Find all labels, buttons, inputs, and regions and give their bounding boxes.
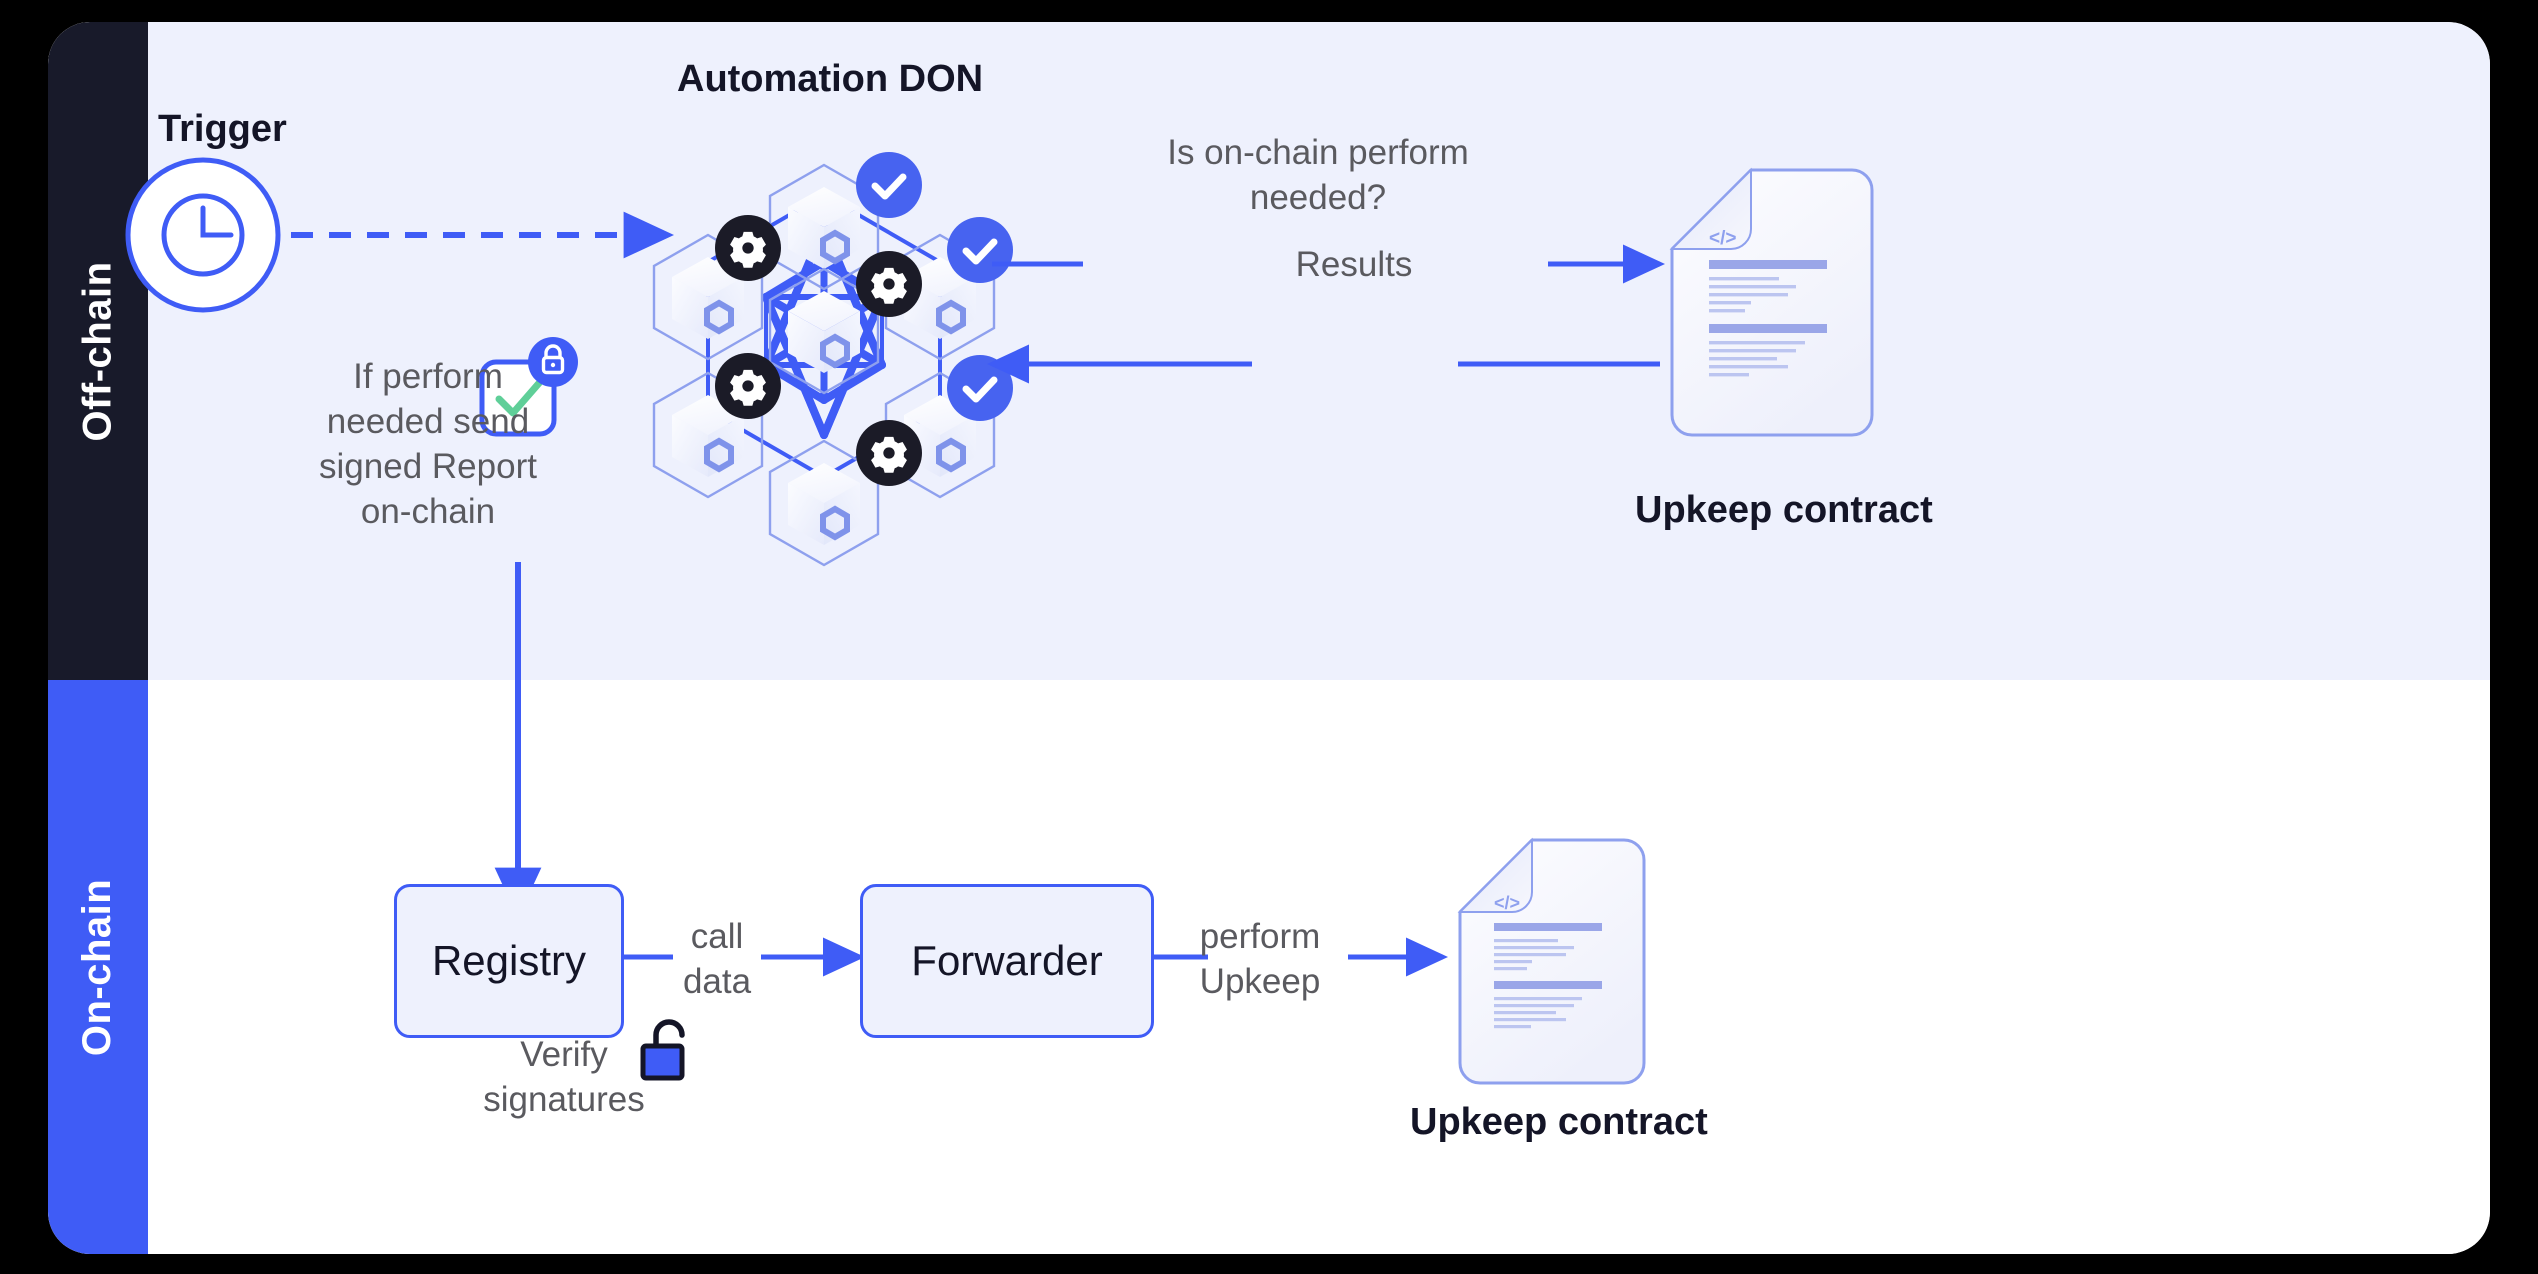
upkeep-contract-label-onchain: Upkeep contract <box>1410 1101 1708 1143</box>
signed-report-label: If perform needed send signed Report on-… <box>283 354 573 534</box>
rail-offchain-label: Off-chain <box>75 260 120 442</box>
rail-offchain: Off-chain <box>48 22 148 680</box>
signed-report-line4: on-chain <box>360 492 496 531</box>
registry-box[interactable]: Registry <box>394 884 624 1038</box>
question-label-line2: needed? <box>1249 178 1387 217</box>
upkeep-contract-label-offchain: Upkeep contract <box>1635 489 1933 531</box>
results-label: Results <box>1295 245 1413 284</box>
call-data-line2: data <box>682 962 752 1001</box>
call-data-line1: call <box>690 917 744 956</box>
rail-onchain-label: On-chain <box>75 878 120 1056</box>
question-label: Is on-chain perform needed? <box>1088 130 1548 220</box>
forwarder-box[interactable]: Forwarder <box>860 884 1154 1038</box>
call-data-label: call data <box>640 914 794 1004</box>
forwarder-label: Forwarder <box>911 937 1103 984</box>
trigger-label: Trigger <box>158 108 287 150</box>
signed-report-line1: If perform <box>353 357 503 396</box>
diagram-card: Off-chain On-chain <box>48 22 2490 1254</box>
perform-upkeep-line1: perform <box>1199 917 1321 956</box>
question-label-line1: Is on-chain perform <box>1167 133 1469 172</box>
panel-offchain <box>148 22 2490 680</box>
rail-onchain: On-chain <box>48 680 148 1254</box>
verify-signatures-label: Verify signatures <box>434 1032 694 1122</box>
verify-line2: signatures <box>483 1080 645 1119</box>
signed-report-line2: needed send <box>326 402 530 441</box>
don-title: Automation DON <box>677 58 984 100</box>
perform-upkeep-label: perform Upkeep <box>1170 914 1350 1004</box>
perform-upkeep-line2: Upkeep <box>1199 962 1321 1001</box>
registry-label: Registry <box>431 937 587 984</box>
signed-report-line3: signed Report <box>319 447 537 486</box>
verify-line1: Verify <box>520 1035 608 1074</box>
